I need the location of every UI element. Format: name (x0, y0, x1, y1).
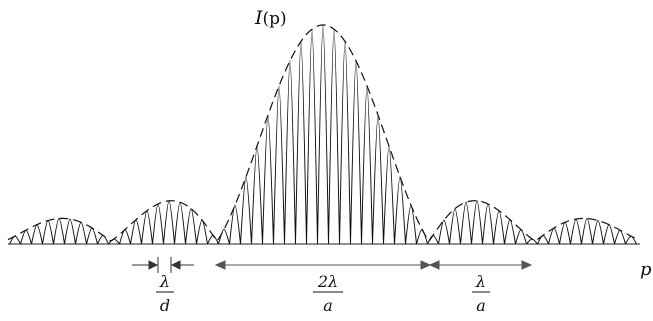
y-axis-label: I(p) (254, 7, 287, 29)
interference-fringes (9, 24, 637, 245)
diffraction-envelope (7, 24, 639, 242)
side-width-numerator: λ (475, 272, 486, 291)
central-width-numerator: 2λ (317, 272, 338, 291)
fringe-spacing-numerator: λ (159, 272, 170, 291)
fringe-spacing-denominator: d (160, 296, 170, 315)
side-width-arrow (428, 260, 533, 270)
fringe-spacing-marker (132, 257, 194, 273)
central-width-denominator: a (323, 296, 333, 315)
fringe-lines (9, 24, 637, 245)
side-width-denominator: a (476, 296, 486, 315)
x-axis-label: p (640, 259, 652, 280)
central-width-arrow (214, 260, 432, 270)
